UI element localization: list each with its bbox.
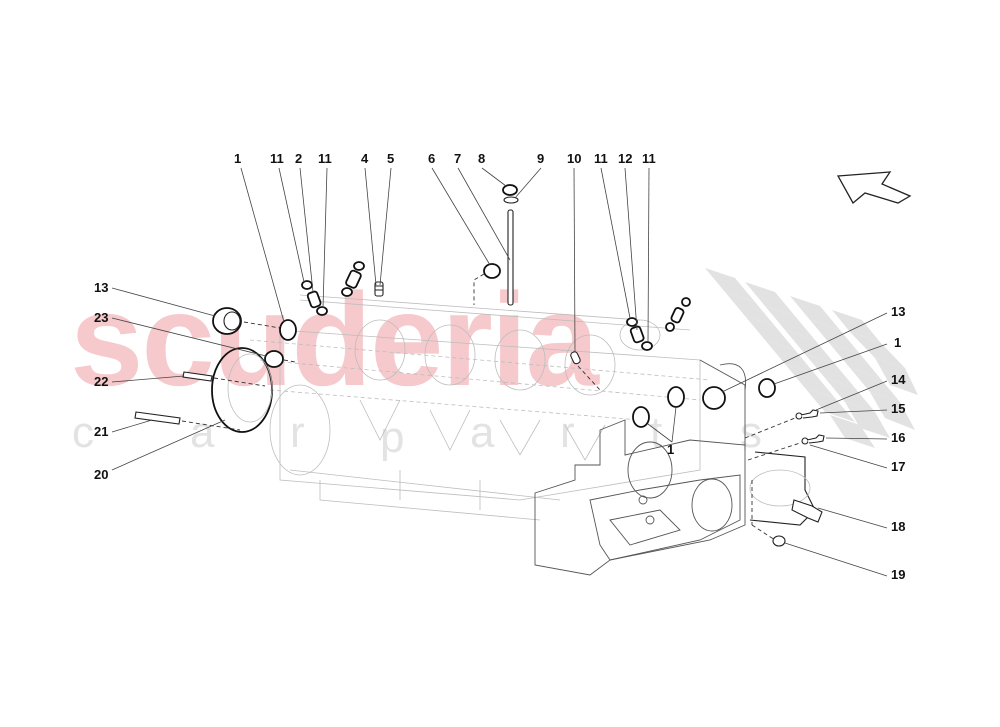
leader-lines	[111, 167, 888, 577]
callout-1[interactable]: 1	[667, 442, 675, 457]
svg-text:r: r	[290, 408, 305, 457]
part-11-ring-b	[316, 306, 328, 316]
part-plug-right	[670, 307, 685, 324]
callout-11[interactable]: 11	[594, 151, 608, 166]
callout-8[interactable]: 8	[478, 151, 486, 166]
callout-20[interactable]: 20	[94, 467, 109, 482]
part-ring-h	[665, 322, 675, 332]
engine-block-outline	[249, 294, 711, 521]
callout-2[interactable]: 2	[295, 151, 303, 166]
callout-23[interactable]: 23	[94, 310, 109, 325]
callout-22[interactable]: 22	[94, 374, 109, 389]
part-18-fitting	[791, 499, 823, 523]
svg-text:s: s	[740, 408, 762, 457]
svg-text:a: a	[470, 408, 495, 457]
part-11-ring-e	[626, 317, 638, 327]
callout-11[interactable]: 11	[318, 151, 332, 166]
part-6-plug	[483, 263, 501, 279]
callout-18[interactable]: 18	[891, 519, 906, 534]
callout-13[interactable]: 13	[94, 280, 109, 295]
part-13-plug-left	[212, 307, 242, 335]
callout-12[interactable]: 12	[618, 151, 633, 166]
part-4-5-fitting	[374, 281, 384, 297]
part-11-ring-a	[301, 280, 313, 290]
svg-text:c: c	[72, 408, 94, 457]
part-10-plug	[570, 351, 581, 365]
part-13-plug-right	[702, 386, 726, 410]
callout-14[interactable]: 14	[891, 372, 906, 387]
part-1-oring-center-b	[632, 406, 650, 428]
part-7-rod	[507, 209, 514, 306]
part-19-cap	[772, 535, 786, 547]
checkered-flag-watermark	[705, 268, 918, 448]
watermark-carparts: c a r p a r t s	[72, 408, 762, 462]
part-12-plug	[629, 325, 645, 344]
svg-text:p: p	[380, 413, 404, 462]
callout-11[interactable]: 11	[642, 151, 656, 166]
part-plug-mid	[345, 269, 362, 289]
callout-5[interactable]: 5	[387, 151, 395, 166]
callout-1[interactable]: 1	[894, 335, 902, 350]
part-8-nut	[502, 184, 518, 196]
part-2-plug	[306, 290, 322, 309]
svg-text:t: t	[650, 408, 662, 457]
part-1-oring-center-a	[667, 386, 685, 408]
part-11-ring-f	[641, 341, 653, 351]
watermark-scuderia: scuderia	[70, 266, 601, 413]
part-9-washer	[503, 196, 519, 204]
callout-21[interactable]: 21	[94, 424, 109, 439]
part-1-oring-left	[279, 319, 297, 341]
callout-6[interactable]: 6	[428, 151, 436, 166]
callout-19[interactable]: 19	[891, 567, 906, 582]
callout-4[interactable]: 4	[361, 151, 369, 166]
part-23-plug	[264, 350, 284, 368]
part-21-pin	[134, 411, 181, 425]
part-15-bolt	[795, 409, 819, 420]
part-22-pin	[182, 371, 213, 382]
direction-arrow-icon	[836, 171, 912, 205]
svg-text:a: a	[190, 408, 215, 457]
part-ring-g	[681, 297, 691, 307]
callout-1[interactable]: 1	[234, 151, 242, 166]
callout-7[interactable]: 7	[454, 151, 462, 166]
part-16-bolt	[801, 434, 825, 445]
part-1-oring-right	[758, 378, 776, 398]
callout-17[interactable]: 17	[891, 459, 906, 474]
svg-text:r: r	[560, 408, 575, 457]
part-20-seal-ring	[211, 347, 273, 433]
callout-11[interactable]: 11	[270, 151, 284, 166]
callout-16[interactable]: 16	[891, 430, 906, 445]
callout-9[interactable]: 9	[537, 151, 545, 166]
part-11-ring-c	[353, 261, 365, 271]
callout-10[interactable]: 10	[567, 151, 582, 166]
part-11-ring-d	[341, 287, 353, 297]
callout-15[interactable]: 15	[891, 401, 906, 416]
callout-13[interactable]: 13	[891, 304, 906, 319]
